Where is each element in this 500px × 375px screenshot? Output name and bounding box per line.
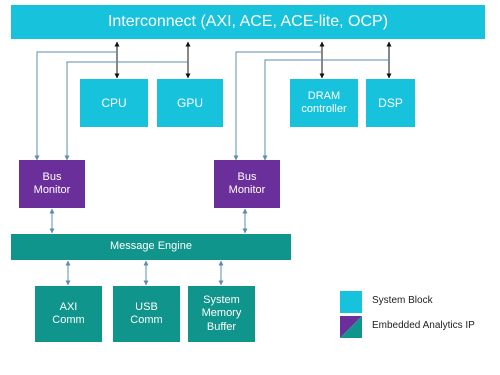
axi-comm-block: AXI Comm (35, 286, 102, 342)
dsp-block: DSP (366, 79, 415, 127)
bus-monitor-left: Bus Monitor (19, 160, 85, 208)
memory-buffer-block: System Memory Buffer (188, 286, 255, 342)
usb-comm-label: USB Comm (130, 300, 163, 326)
gpu-label: GPU (176, 95, 203, 110)
dram-controller-block: DRAM controller (290, 79, 358, 127)
gpu-block: GPU (157, 79, 223, 127)
memory-buffer-label: System Memory Buffer (201, 294, 242, 333)
bus-monitor-right: Bus Monitor (214, 160, 280, 208)
bus-monitor-left-label: Bus Monitor (33, 170, 71, 196)
axi-comm-label: AXI Comm (52, 300, 85, 326)
legend-embedded-ip-label: Embedded Analytics IP (372, 320, 475, 331)
message-engine-bar: Message Engine (11, 234, 291, 260)
dram-controller-label: DRAM controller (301, 89, 347, 115)
cpu-label: CPU (101, 95, 127, 110)
usb-comm-block: USB Comm (113, 286, 180, 342)
interconnect-label: Interconnect (AXI, ACE, ACE-lite, OCP) (107, 13, 389, 31)
legend-system-block-swatch (340, 291, 362, 313)
legend-system-block-label: System Block (372, 295, 433, 306)
dsp-label: DSP (378, 95, 403, 110)
interconnect-bar: Interconnect (AXI, ACE, ACE-lite, OCP) (11, 5, 485, 39)
bus-monitor-right-label: Bus Monitor (228, 170, 266, 196)
message-engine-label: Message Engine (110, 240, 192, 253)
legend-embedded-ip-swatch (340, 316, 362, 338)
cpu-block: CPU (80, 79, 148, 127)
